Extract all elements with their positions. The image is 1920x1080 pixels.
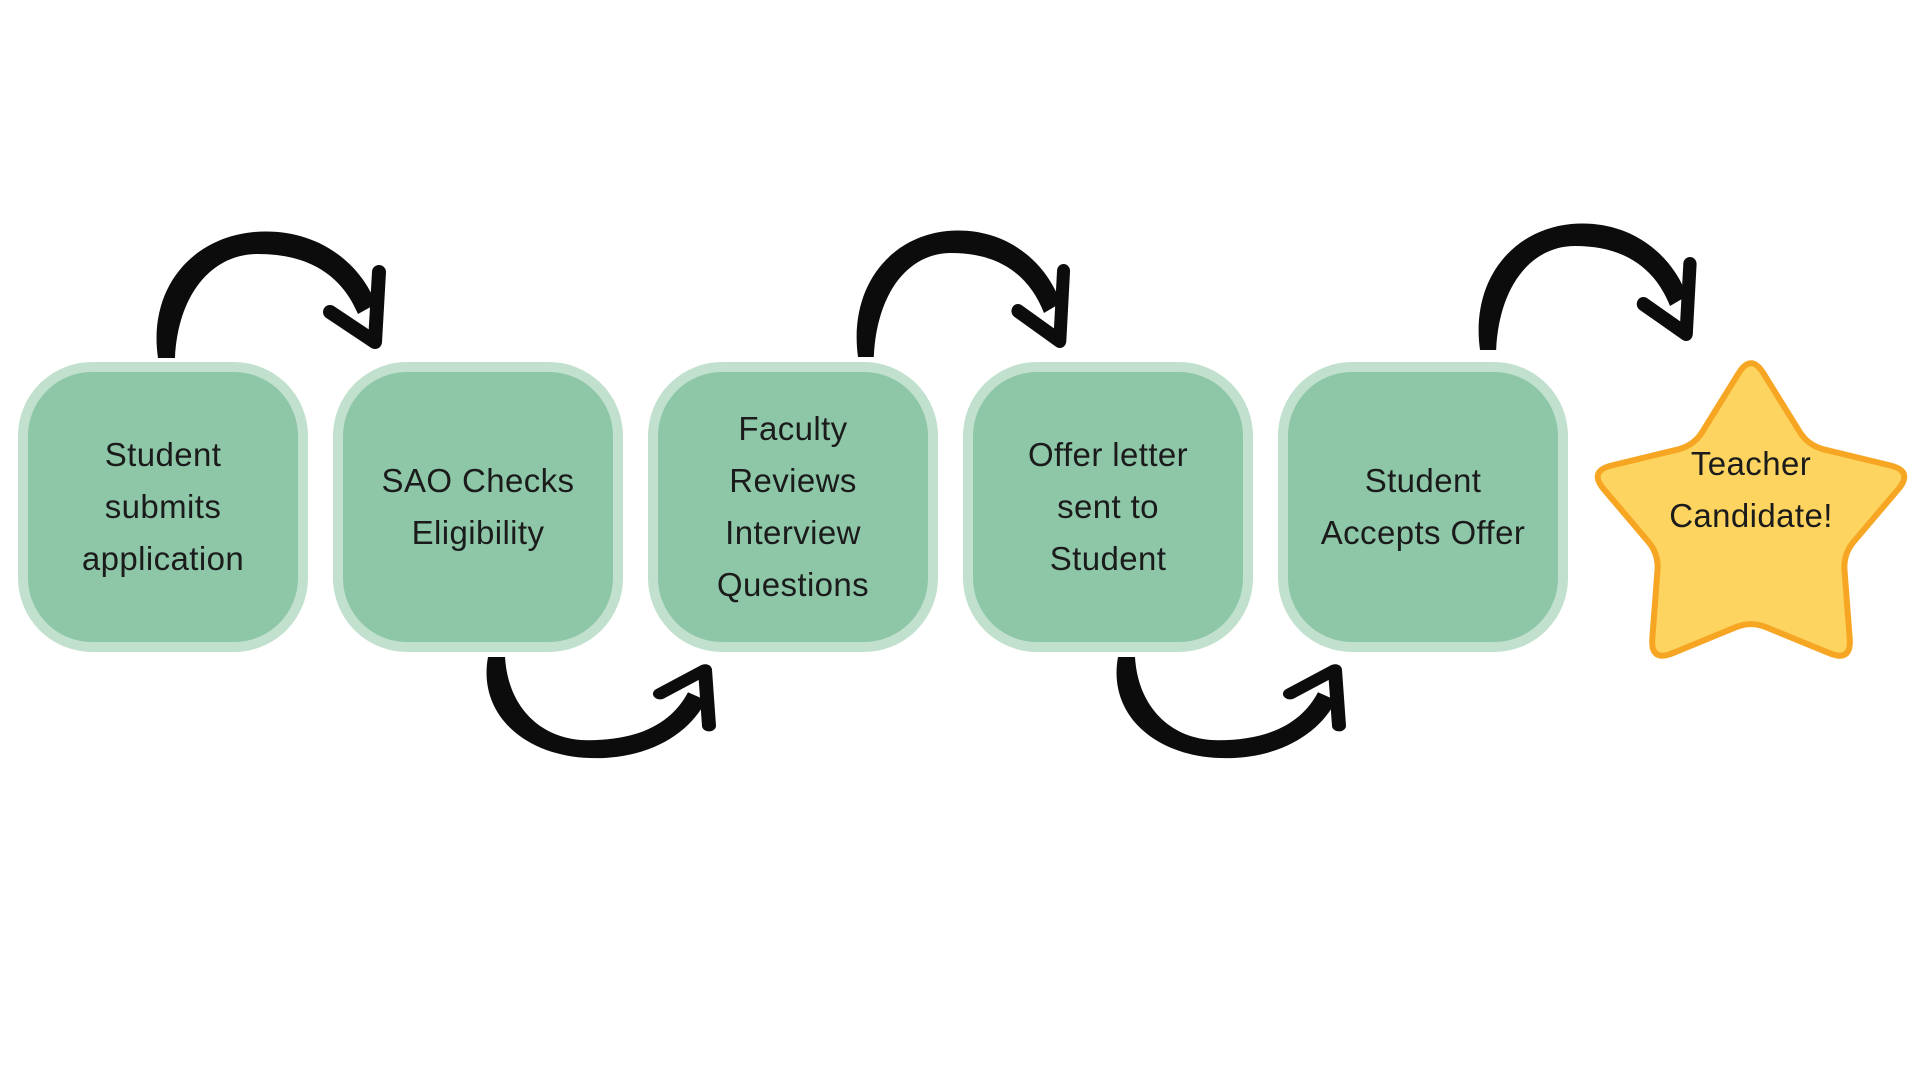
flow-step-label: Student submits application	[81, 436, 245, 577]
flow-step-4: Offer letter sent to Student	[963, 362, 1253, 652]
flow-step-label: Teacher Candidate!	[1669, 445, 1833, 534]
curved-arrow-icon	[157, 232, 379, 358]
curved-arrow-icon	[1479, 224, 1690, 350]
flow-step-3: Faculty Reviews Interview Questions	[648, 362, 938, 652]
star-shape	[1594, 360, 1908, 659]
flow-step-1: Student submits application	[18, 362, 308, 652]
flow-step-label: Faculty Reviews Interview Questions	[716, 410, 870, 603]
curved-arrow-icon	[857, 231, 1064, 357]
flow-step-2: SAO Checks Eligibility	[333, 362, 623, 652]
flow-step-6: Teacher Candidate!	[1591, 438, 1911, 542]
flow-step-5: Student Accepts Offer	[1278, 362, 1568, 652]
flow-step-label: Student Accepts Offer	[1320, 462, 1526, 551]
flow-step-label: Offer letter sent to Student	[1027, 436, 1189, 577]
curved-arrow-icon	[1117, 657, 1339, 758]
flow-step-label: SAO Checks Eligibility	[381, 462, 575, 551]
curved-arrow-icon	[487, 657, 709, 758]
